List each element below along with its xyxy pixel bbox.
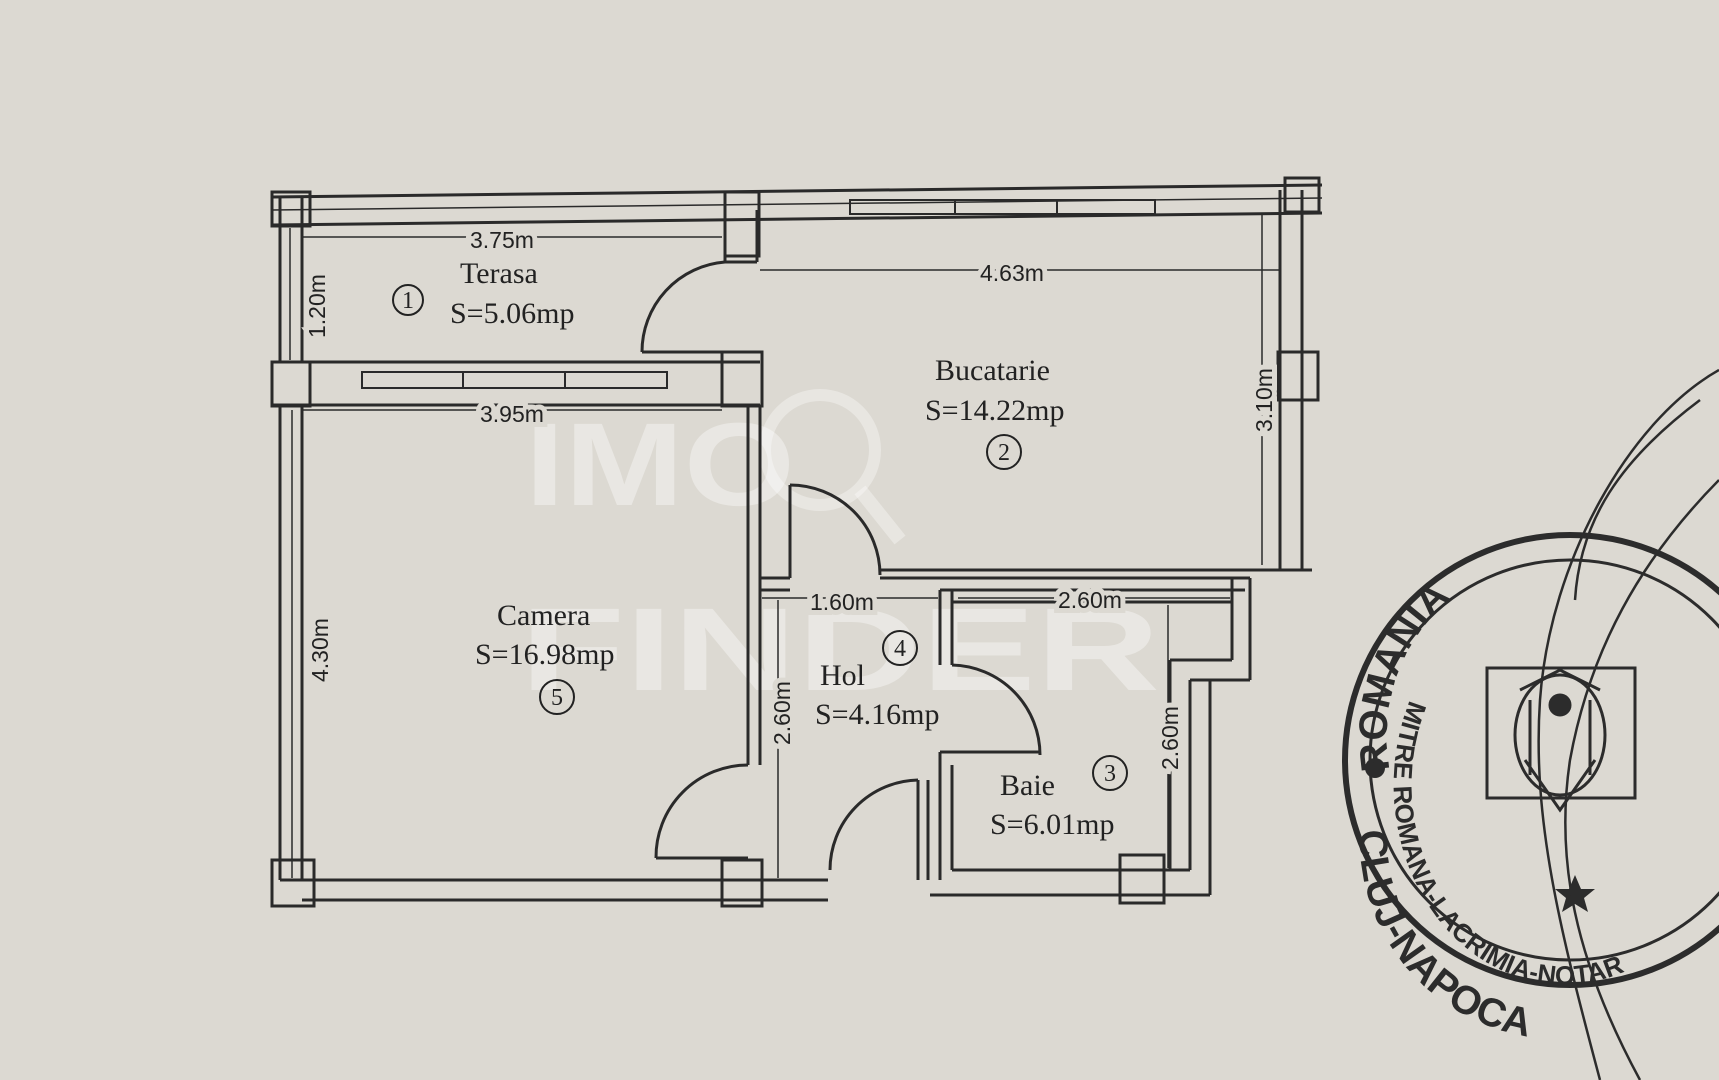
- room-name: Terasa: [460, 257, 538, 290]
- room-baie: Baie 3 S=6.01mp: [990, 755, 1128, 841]
- dim-hol-depth: 2.60m: [769, 681, 795, 745]
- room-number: 3: [1104, 761, 1116, 787]
- dimension-lines: [289, 215, 1280, 878]
- dim-bucatarie-width: 4.63m: [980, 260, 1044, 286]
- dimension-labels: 3.75m 4.63m 3.95m 1.60m 2.60m 1.20m 3.10…: [299, 222, 1282, 775]
- dim-camera-width: 3.95m: [480, 401, 544, 427]
- room-area: S=5.06mp: [450, 297, 574, 330]
- room-hol: 4 Hol S=4.16mp: [815, 630, 939, 731]
- watermark-line2: FINDER: [520, 584, 1160, 716]
- room-number: 4: [894, 636, 906, 662]
- room-name: Bucatarie: [935, 354, 1050, 387]
- room-number: 2: [998, 440, 1010, 466]
- room-bucatarie: Bucatarie S=14.22mp 2: [925, 354, 1064, 470]
- room-name: Camera: [497, 599, 590, 632]
- room-number: 5: [551, 685, 563, 711]
- dim-terasa-width: 3.75m: [470, 227, 534, 253]
- watermark: IMO FINDER: [520, 389, 1160, 716]
- coat-of-arms-icon: [1485, 666, 1637, 813]
- columns: [270, 176, 1321, 908]
- room-area: S=4.16mp: [815, 698, 939, 731]
- room-area: S=6.01mp: [990, 808, 1114, 841]
- dim-terasa-depth: 1.20m: [304, 274, 330, 338]
- room-number: 1: [402, 288, 414, 314]
- room-name: Hol: [820, 659, 865, 692]
- dim-bucatarie-depth: 3.10m: [1251, 368, 1277, 432]
- dim-hol-width: 1.60m: [810, 589, 874, 615]
- room-camera: Camera S=16.98mp 5: [475, 599, 614, 715]
- dim-camera-depth: 4.30m: [307, 618, 333, 682]
- signature: [1537, 368, 1719, 1080]
- room-name: Baie: [1000, 769, 1055, 802]
- room-area: S=16.98mp: [475, 638, 614, 671]
- walls: [271, 183, 1323, 902]
- room-terasa: 1 Terasa S=5.06mp: [392, 257, 574, 330]
- dim-baie-width: 2.60m: [1058, 587, 1122, 613]
- dim-baie-depth: 2.60m: [1157, 706, 1183, 770]
- room-area: S=14.22mp: [925, 394, 1064, 427]
- watermark-line1: IMO: [525, 399, 795, 531]
